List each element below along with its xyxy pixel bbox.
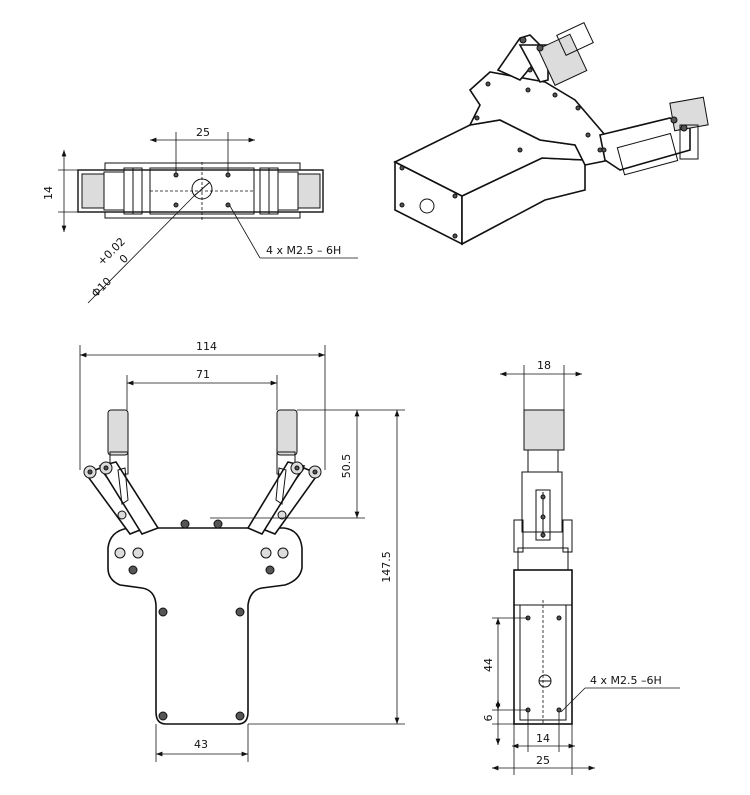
side-view: 18 44 6 14 25 4 x M2.5 –6H — [482, 359, 680, 775]
dim-jaw-span: 71 — [196, 368, 210, 381]
bore-diameter: Φ10 — [89, 275, 114, 300]
dim-hole-spacing: 44 — [482, 658, 495, 672]
side-thread-callout: 4 x M2.5 –6H — [590, 674, 662, 687]
dim-left-14: 14 — [42, 186, 55, 200]
dim-overall-width: 114 — [196, 340, 217, 353]
dim-base-width: 43 — [194, 738, 208, 751]
front-view: 114 71 50.5 147.5 43 — [79, 340, 405, 762]
top-view: 25 14 Φ10 +0.02 0 4 x M2.5 – 6H — [42, 126, 358, 304]
dim-bottom-offset: 6 — [482, 715, 495, 722]
top-thread-callout: 4 x M2.5 – 6H — [266, 244, 341, 257]
dim-total-height: 147.5 — [380, 551, 393, 583]
isometric-view — [393, 22, 709, 246]
dim-top-25: 25 — [196, 126, 210, 139]
dim-hole-pitch: 14 — [536, 732, 550, 745]
dim-finger-height: 50.5 — [340, 454, 353, 479]
bore-tol-lower: 0 — [117, 252, 131, 266]
dim-plate-width: 25 — [536, 754, 550, 767]
dim-finger-width: 18 — [537, 359, 551, 372]
